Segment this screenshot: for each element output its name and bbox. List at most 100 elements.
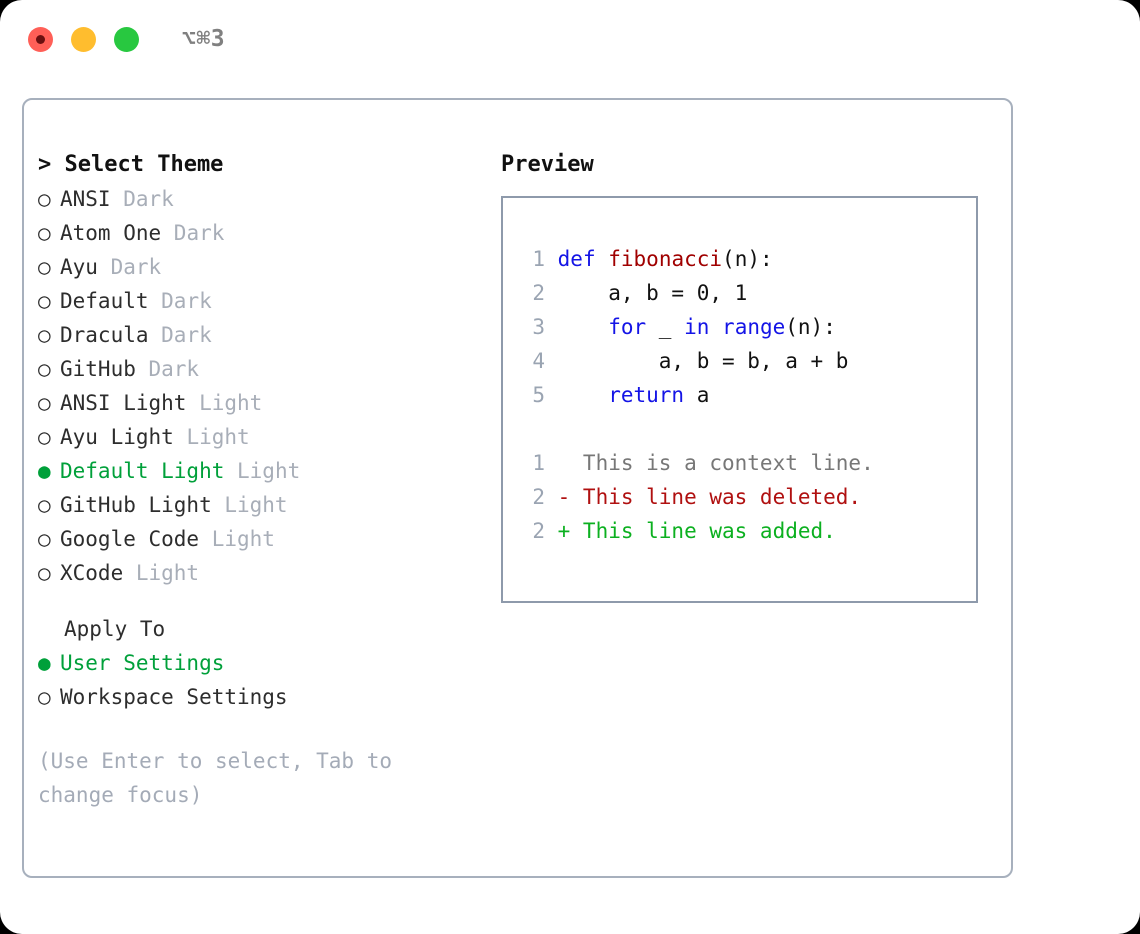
- theme-option-label: Atom One: [60, 221, 162, 245]
- main-panel: > Select Theme ○ ANSI Dark○ Atom One Dar…: [22, 98, 1013, 878]
- radio-unselected-icon: ○: [38, 255, 64, 279]
- theme-option-dracula[interactable]: ○ Dracula Dark: [38, 318, 488, 352]
- theme-option-label: Google Code: [60, 527, 200, 551]
- theme-option-default-light[interactable]: ● Default Light Light: [38, 454, 488, 488]
- theme-option-github-light[interactable]: ○ GitHub Light Light: [38, 488, 488, 522]
- theme-option-category: Light: [224, 459, 301, 483]
- theme-option-label: Ayu Light: [60, 425, 174, 449]
- diff-line: 2 - This line was deleted.: [517, 480, 976, 514]
- code-token: This is a context line.: [545, 451, 874, 475]
- radio-selected-icon: ●: [38, 459, 64, 483]
- close-dot-inner: [36, 34, 45, 44]
- line-number: 1: [532, 451, 545, 475]
- code-token: a: [684, 383, 710, 407]
- theme-option-ansi-light[interactable]: ○ ANSI Light Light: [38, 386, 488, 420]
- code-token: [596, 247, 609, 271]
- apply-to-list[interactable]: ● User Settings○ Workspace Settings: [38, 646, 488, 714]
- theme-selector-column: > Select Theme ○ ANSI Dark○ Atom One Dar…: [38, 148, 488, 812]
- maximize-dot-icon[interactable]: [114, 26, 139, 52]
- theme-option-label: Dracula: [60, 323, 149, 347]
- preview-column: Preview 1 def fibonacci(n):2 a, b = 0, 1…: [501, 148, 1001, 603]
- theme-option-label: GitHub Light: [60, 493, 212, 517]
- window-title: ⌥⌘3: [182, 26, 226, 52]
- radio-unselected-icon: ○: [38, 685, 64, 709]
- apply-to-option-user-settings[interactable]: ● User Settings: [38, 646, 488, 680]
- code-token: [545, 383, 608, 407]
- radio-unselected-icon: ○: [38, 391, 64, 415]
- theme-option-ayu-light[interactable]: ○ Ayu Light Light: [38, 420, 488, 454]
- line-number: 2: [532, 485, 545, 509]
- list-spacer: [38, 590, 488, 612]
- code-line: 5 return a: [517, 378, 976, 412]
- hint-spacer: [38, 714, 488, 744]
- theme-list[interactable]: ○ ANSI Dark○ Atom One Dark○ Ayu Dark○ De…: [38, 182, 488, 590]
- code-token: return: [608, 383, 685, 407]
- code-token: a, b = b, a + b: [545, 349, 849, 373]
- theme-option-atom-one[interactable]: ○ Atom One Dark: [38, 216, 488, 250]
- line-number: 3: [532, 315, 545, 339]
- theme-option-category: Light: [211, 493, 288, 517]
- code-token: (n):: [722, 247, 773, 271]
- apply-to-option-label: Workspace Settings: [60, 685, 288, 709]
- radio-unselected-icon: ○: [38, 561, 64, 585]
- theme-option-label: GitHub: [60, 357, 136, 381]
- diff-line: 2 + This line was added.: [517, 514, 976, 548]
- select-theme-header: > Select Theme: [38, 152, 224, 177]
- apply-to-option-workspace-settings[interactable]: ○ Workspace Settings: [38, 680, 488, 714]
- code-token: - This line was deleted.: [545, 485, 862, 509]
- radio-unselected-icon: ○: [38, 221, 64, 245]
- diff-line: 1 This is a context line.: [517, 446, 976, 480]
- preview-header: Preview: [501, 152, 594, 177]
- radio-unselected-icon: ○: [38, 527, 64, 551]
- apply-to-label: Apply To: [64, 617, 166, 641]
- panel-columns: > Select Theme ○ ANSI Dark○ Atom One Dar…: [24, 100, 1011, 876]
- code-line: 4 a, b = b, a + b: [517, 344, 976, 378]
- hint-line-1: (Use Enter to select, Tab to: [38, 749, 393, 773]
- line-number: 2: [532, 519, 545, 543]
- code-line: 2 a, b = 0, 1: [517, 276, 976, 310]
- hint-line-2: change focus): [38, 783, 203, 807]
- theme-option-category: Light: [123, 561, 200, 585]
- radio-unselected-icon: ○: [38, 357, 64, 381]
- line-number: 4: [532, 349, 545, 373]
- code-diff-gap: [517, 412, 976, 446]
- theme-option-github[interactable]: ○ GitHub Dark: [38, 352, 488, 386]
- code-token: a, b = 0, 1: [545, 281, 748, 305]
- code-token: [709, 315, 722, 339]
- theme-option-category: Dark: [148, 323, 212, 347]
- code-token: def: [557, 247, 596, 271]
- close-dot-icon[interactable]: [28, 26, 53, 52]
- line-number: 5: [532, 383, 545, 407]
- theme-option-ansi[interactable]: ○ ANSI Dark: [38, 182, 488, 216]
- line-number: 2: [532, 281, 545, 305]
- code-line: 1 def fibonacci(n):: [517, 242, 976, 276]
- theme-option-category: Dark: [161, 221, 225, 245]
- minimize-dot-icon[interactable]: [71, 26, 96, 52]
- code-token: fibonacci: [608, 247, 723, 271]
- radio-selected-icon: ●: [38, 651, 64, 675]
- apply-to-option-label: User Settings: [60, 651, 225, 675]
- theme-option-google-code[interactable]: ○ Google Code Light: [38, 522, 488, 556]
- theme-option-label: Default: [60, 289, 149, 313]
- theme-option-category: Dark: [97, 255, 162, 279]
- code-token: for: [608, 315, 647, 339]
- radio-unselected-icon: ○: [38, 289, 64, 313]
- theme-option-label: XCode: [60, 561, 124, 585]
- window-titlebar: ⌥⌘3: [0, 0, 1140, 78]
- line-number: 1: [532, 247, 545, 271]
- radio-unselected-icon: ○: [38, 493, 64, 517]
- theme-option-default[interactable]: ○ Default Dark: [38, 284, 488, 318]
- theme-option-label: ANSI: [60, 187, 111, 211]
- code-token: [545, 315, 608, 339]
- diff-preview: 1 This is a context line.2 - This line w…: [517, 446, 976, 548]
- theme-option-xcode[interactable]: ○ XCode Light: [38, 556, 488, 590]
- theme-option-category: Light: [186, 391, 263, 415]
- radio-unselected-icon: ○: [38, 425, 64, 449]
- code-line: 3 for _ in range(n):: [517, 310, 976, 344]
- radio-unselected-icon: ○: [38, 187, 64, 211]
- theme-option-category: Light: [199, 527, 275, 551]
- code-token: range: [722, 315, 786, 339]
- theme-option-ayu[interactable]: ○ Ayu Dark: [38, 250, 488, 284]
